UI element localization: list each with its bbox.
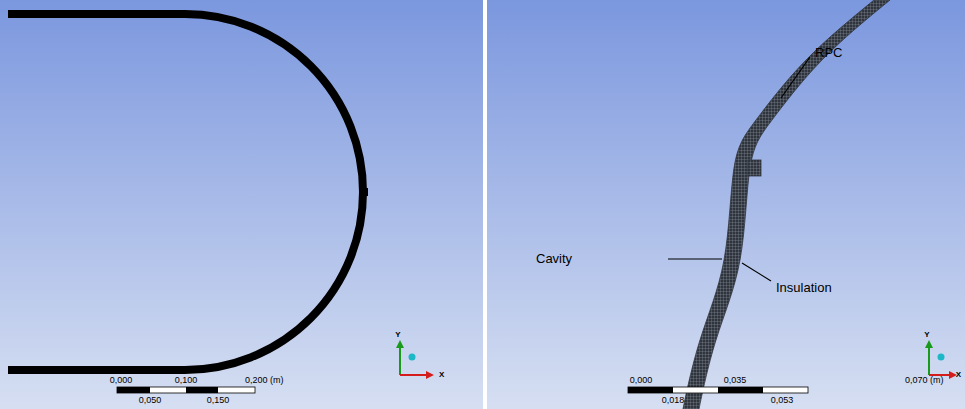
callout-label: RPC: [815, 46, 842, 59]
geometry-outline: [8, 14, 363, 370]
axis-triad: [925, 340, 957, 379]
axis-label: X: [439, 371, 444, 379]
scale-number: 0,018: [662, 396, 685, 405]
leader-line: [742, 263, 771, 281]
scale-number: 0,000: [630, 376, 653, 385]
scale-number: 0,070 (m): [905, 376, 944, 385]
rpc-tab-mesh: [748, 160, 761, 176]
scale-bar: [117, 387, 255, 393]
right-viewport: [487, 0, 965, 409]
scale-number: 0,100: [175, 376, 198, 385]
axis-triad: [396, 340, 434, 379]
axis-label: Y: [395, 331, 400, 339]
scale-bar: [628, 387, 808, 393]
leader-line: [781, 57, 810, 98]
left-viewport: [0, 0, 483, 409]
mesh-band: [681, 0, 890, 409]
scale-number: 0,200 (m): [245, 376, 284, 385]
axis-label: Y: [924, 331, 929, 339]
axis-label: X: [956, 371, 961, 379]
scale-number: 0,035: [724, 376, 747, 385]
rpc-tab: [362, 188, 368, 196]
scale-number: 0,000: [110, 376, 133, 385]
callout-label: Insulation: [776, 281, 832, 294]
mesh-band-area: [681, 0, 890, 409]
scale-number: 0,053: [771, 396, 794, 405]
callout-label: Cavity: [536, 252, 572, 265]
leader-line: [668, 258, 722, 259]
scale-number: 0,050: [139, 396, 162, 405]
scale-number: 0,150: [207, 396, 230, 405]
